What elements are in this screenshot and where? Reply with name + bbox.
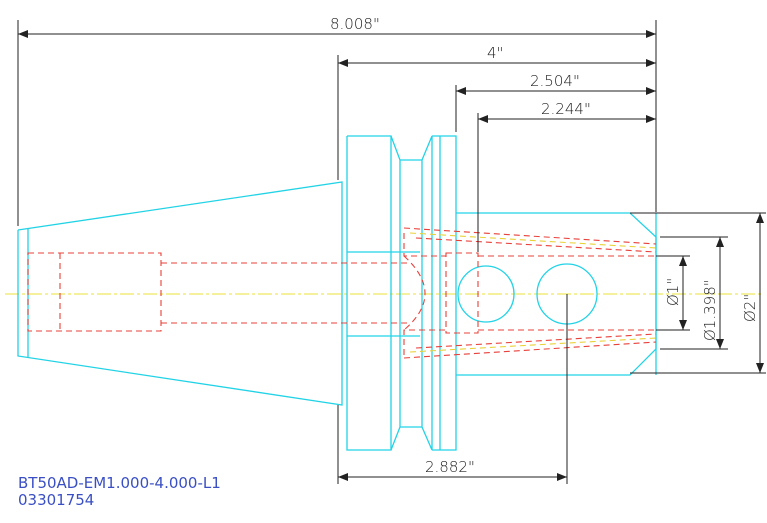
dimension-lines [17, 20, 766, 484]
part-number: BT50AD-EM1.000-4.000-L1 [18, 474, 221, 492]
dim-nose-diameter-outer: Ø2" [741, 294, 759, 322]
part-code: 03301754 [18, 491, 94, 509]
dim-overall-length: 8.008" [330, 15, 380, 33]
dim-nose-diameter-inner: Ø1.398" [701, 279, 719, 341]
dim-bore-diameter: Ø1" [664, 278, 682, 306]
dim-flange-length: 2.504" [530, 72, 580, 90]
dim-setscrew-location: 2.882" [425, 458, 475, 476]
tool-outline [17, 135, 657, 451]
dim-bore-depth: 2.244" [541, 100, 591, 118]
dim-gauge-to-end: 4" [487, 44, 503, 62]
hidden-lines [27, 227, 657, 359]
